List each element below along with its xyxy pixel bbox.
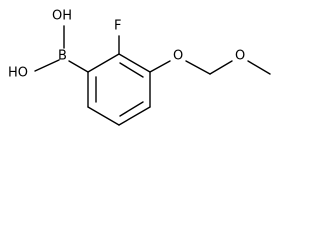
ring-bond	[87, 106, 120, 126]
ring-double-bond	[119, 101, 144, 117]
bond-oxygen-ch2	[185, 60, 211, 75]
structure-diagram: OH HO B F O O	[8, 9, 271, 126]
bond-boron-oh-bottom	[34, 59, 60, 72]
ether-oxygen-label: O	[173, 49, 183, 64]
boron-label: B	[58, 49, 67, 64]
hydroxyl-label: OH	[52, 9, 72, 24]
bond-oxygen-methyl	[247, 60, 271, 75]
ring-bond	[118, 53, 151, 73]
ring-bond	[118, 106, 151, 126]
bond-ring-oxygen	[149, 60, 171, 73]
ring-bond	[87, 53, 120, 73]
ring-double-bond	[119, 62, 144, 78]
bond-ch2-oxygen	[209, 60, 233, 75]
hydroxyl-label: HO	[8, 66, 28, 81]
fluorine-label: F	[114, 19, 121, 34]
bond-ring-boron	[68, 60, 89, 73]
ether-oxygen-label: O	[235, 49, 245, 64]
benzene-ring	[87, 53, 151, 126]
